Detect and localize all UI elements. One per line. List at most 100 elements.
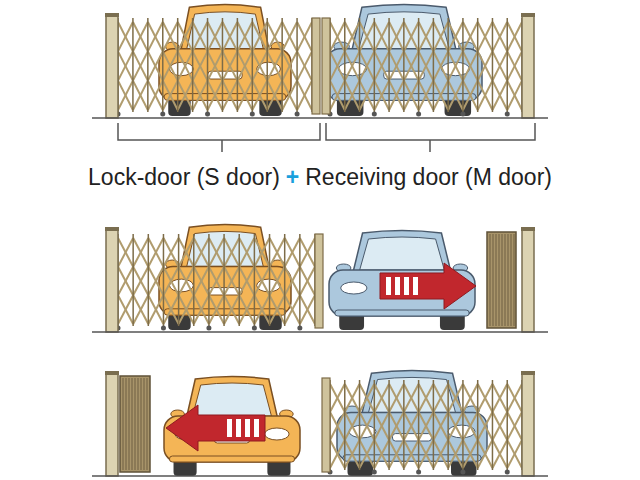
gate-diagonal xyxy=(270,295,285,324)
gate-diagonal xyxy=(419,412,434,440)
gate-diagonal xyxy=(148,238,163,267)
gate-bar xyxy=(433,18,435,112)
gate-diagonal xyxy=(224,238,239,267)
gate-diagonal xyxy=(448,412,463,440)
row-m-door-open xyxy=(92,371,548,476)
gate-diagonal xyxy=(133,295,148,324)
gate-diagonal xyxy=(148,22,163,51)
gate-diagonal xyxy=(297,22,312,51)
gate-diagonal xyxy=(148,267,163,296)
gate-post xyxy=(522,230,534,332)
folded-gate-bar xyxy=(493,234,494,326)
gate-diagonal xyxy=(389,384,404,412)
gate-bar xyxy=(296,18,298,112)
gate-diagonal xyxy=(404,81,419,110)
direction-arrow xyxy=(166,405,265,451)
gate-diagonal xyxy=(224,295,239,324)
gate-wheel xyxy=(295,112,300,117)
gate-diagonal xyxy=(330,412,345,440)
gate-diagonal xyxy=(133,267,148,296)
gate-diagonal xyxy=(374,440,389,468)
gate-diagonal xyxy=(270,238,285,267)
gate-diagonal xyxy=(148,295,163,324)
gate-bar xyxy=(492,18,494,112)
gate-diagonal xyxy=(448,22,463,51)
gate-diagonal xyxy=(492,51,507,80)
gate-diagonal xyxy=(507,81,522,110)
gate-diagonal xyxy=(330,22,345,51)
car xyxy=(329,231,475,331)
gate-diagonal xyxy=(389,412,404,440)
car-cabin xyxy=(180,5,270,55)
gate-diagonal xyxy=(389,22,404,51)
gate-diagonal xyxy=(478,412,493,440)
gate-bar xyxy=(344,380,346,470)
gate-diagonal xyxy=(118,238,133,267)
gate-bar xyxy=(506,18,508,112)
gate-diagonal xyxy=(209,267,224,296)
gate-diagonal xyxy=(433,440,448,468)
gate-diagonal xyxy=(330,51,345,80)
gate-diagonal xyxy=(163,267,178,296)
gate-diagonal xyxy=(252,22,267,51)
gate-wheel xyxy=(297,326,302,331)
gate-bar xyxy=(193,234,195,326)
gate-diagonal xyxy=(360,22,375,51)
gate-diagonal xyxy=(448,81,463,110)
gate-diagonal xyxy=(267,22,282,51)
gate-diagonal xyxy=(463,440,478,468)
gate-diagonal xyxy=(374,22,389,51)
gate-diagonal xyxy=(285,267,300,296)
arrow-stripe xyxy=(236,419,241,437)
gate-diagonal xyxy=(267,51,282,80)
gate-diagonal xyxy=(463,384,478,412)
gate-wheel xyxy=(205,112,210,117)
gate-diagonal xyxy=(374,51,389,80)
gate-diagonal xyxy=(254,295,269,324)
gate-diagonal xyxy=(404,384,419,412)
gate-bar xyxy=(462,380,464,470)
gate-bar xyxy=(477,18,479,112)
gate-diagonal xyxy=(330,81,345,110)
row-s-door-open xyxy=(92,225,548,332)
gate-diagonal xyxy=(374,81,389,110)
folded-gate-bar xyxy=(144,378,145,470)
gate-diagonal xyxy=(448,22,463,51)
gate-bar xyxy=(178,234,180,326)
gate-diagonal xyxy=(224,267,239,296)
gate-diagonal xyxy=(297,51,312,80)
gate-diagonal xyxy=(330,412,345,440)
folded-gate-bar xyxy=(502,234,503,326)
gate-diagonal xyxy=(252,81,267,110)
gate-wheel xyxy=(505,112,510,117)
gate-diagonal xyxy=(330,440,345,468)
gate-bar xyxy=(359,380,361,470)
car xyxy=(159,5,291,116)
arrow-stripe xyxy=(254,419,259,437)
gate-post-cap xyxy=(105,227,119,231)
plus-sign: + xyxy=(286,164,299,192)
gate-diagonal xyxy=(433,51,448,80)
gate-diagonal xyxy=(345,412,360,440)
folded-gate-bar xyxy=(147,378,148,470)
gate-diagonal xyxy=(193,51,208,80)
gate-diagonal xyxy=(118,22,133,51)
gate-diagonal xyxy=(148,22,163,51)
row-closed xyxy=(92,5,548,118)
gate-diagonal xyxy=(419,384,434,412)
gate-diagonal xyxy=(345,384,360,412)
gate-diagonal xyxy=(345,440,360,468)
gate-wheel xyxy=(416,112,421,117)
gate-diagonal xyxy=(222,22,237,51)
gate-diagonal xyxy=(463,384,478,412)
gate-diagonal xyxy=(507,412,522,440)
gate-diagonal xyxy=(267,81,282,110)
gate-diagonal xyxy=(360,412,375,440)
accordion-gate xyxy=(328,18,523,117)
gate-diagonal xyxy=(433,81,448,110)
gate-diagonal xyxy=(297,22,312,51)
gate-diagonal xyxy=(163,238,178,267)
gate-diagonal xyxy=(224,295,239,324)
gate-diagonal xyxy=(492,22,507,51)
